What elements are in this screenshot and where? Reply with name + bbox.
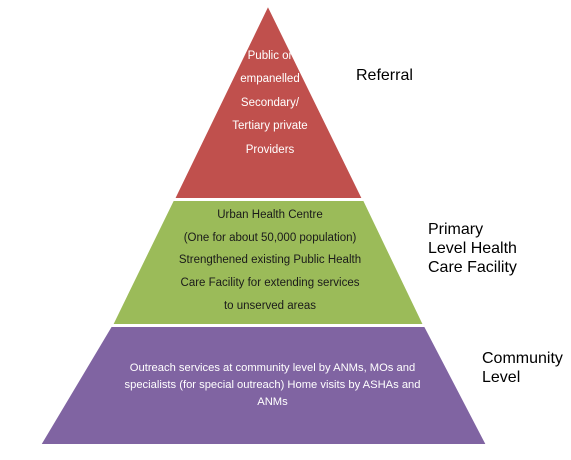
referral-text-line: Tertiary private (232, 120, 308, 133)
community-level-label: Community Level (482, 349, 563, 387)
referral-label-line: Referral (356, 67, 413, 84)
community-label-line: Community (482, 350, 563, 367)
primary-text-line: Urban Health Centre (217, 209, 323, 221)
community-text-line: specialists (for special outreach) Home … (124, 379, 421, 391)
community-label-line: Level (482, 369, 521, 386)
community-text-line: ANMs (257, 396, 288, 408)
primary-tier-text: Urban Health Centre (One for about 50,00… (145, 204, 395, 318)
primary-text-line: to unserved areas (223, 299, 317, 312)
primary-text-line: Care Facility for extending services (180, 277, 360, 290)
community-tier-text: Outreach services at community level by … (120, 360, 425, 411)
referral-label: Referral (356, 66, 413, 85)
referral-text-line: Providers (245, 143, 295, 156)
primary-label-line: Level Health (428, 240, 517, 257)
referral-text-line: Public or (247, 50, 293, 62)
primary-label-line: Primary (428, 221, 484, 238)
community-text-line: Outreach services at community level by … (129, 362, 416, 374)
primary-text-line: Strengthened existing Public Health (178, 254, 362, 267)
primary-level-label: Primary Level Health Care Facility (428, 220, 517, 277)
referral-tier-text: Public or empanelled Secondary/ Tertiary… (200, 45, 340, 162)
primary-text-line: (One for about 50,000 population) (183, 231, 357, 244)
referral-text-line: Secondary/ (240, 96, 300, 109)
referral-text-line: empanelled (240, 73, 300, 86)
primary-label-line: Care Facility (428, 259, 517, 276)
community-tier-shape (38, 325, 489, 446)
